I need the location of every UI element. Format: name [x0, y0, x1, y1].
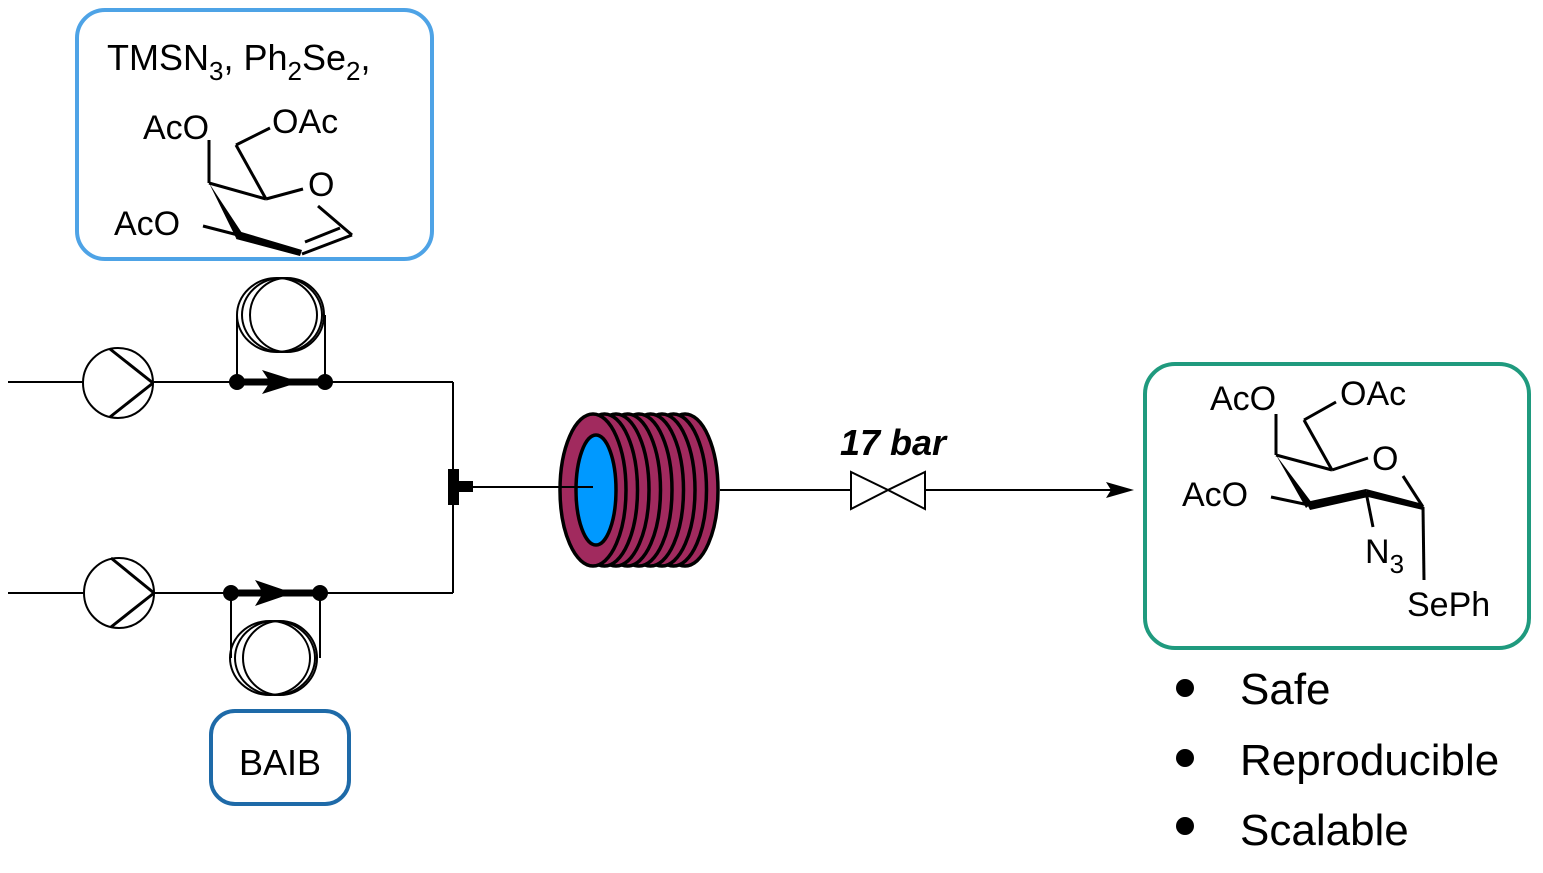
reagent-formula: TMSN3, Ph2Se2,: [107, 37, 371, 86]
label-aco-top: AcO: [143, 109, 209, 147]
label-oac: OAc: [272, 103, 338, 141]
product-structure: AcO OAc O AcO N3 SePh: [1182, 375, 1490, 624]
galactal-structure: AcO OAc O AcO: [114, 103, 353, 256]
label-aco-top: AcO: [1210, 380, 1276, 418]
bullet-icon: [1176, 817, 1194, 835]
label-ring-o: O: [308, 166, 334, 204]
product-box-border: [1143, 362, 1531, 650]
benefit-label: Safe: [1240, 665, 1331, 714]
flow-arrow-icon: [255, 580, 293, 606]
sample-loop-top[interactable]: [229, 277, 333, 394]
benefit-label: Scalable: [1240, 806, 1409, 855]
pump-bottom[interactable]: [83, 556, 155, 629]
benefit-item: Safe: [1176, 665, 1331, 714]
label-aco-left: AcO: [114, 205, 180, 243]
benefit-item: Scalable: [1176, 806, 1409, 855]
sample-loop-bottom[interactable]: [223, 580, 328, 696]
bullet-icon: [1176, 679, 1194, 697]
label-ring-o: O: [1372, 440, 1398, 478]
label-seph: SePh: [1407, 586, 1490, 624]
bullet-icon: [1176, 749, 1194, 767]
t-mixer-icon[interactable]: [448, 469, 473, 505]
pressure-label: 17 bar: [840, 422, 948, 463]
top-feed-line: [8, 381, 454, 475]
benefit-item: Reproducible: [1176, 736, 1499, 785]
arrow-head-icon: [1106, 482, 1134, 498]
label-aco-left: AcO: [1182, 476, 1248, 514]
benefit-label: Reproducible: [1240, 736, 1499, 785]
baib-box: BAIB: [209, 709, 351, 806]
pump-top[interactable]: [82, 347, 154, 419]
baib-box-border: [209, 709, 351, 806]
reagent-box: TMSN3, Ph2Se2, AcO OAc O AcO: [75, 8, 434, 261]
coil-reactor-icon[interactable]: [558, 412, 720, 568]
benefits-list: Safe Reproducible Scalable: [1176, 665, 1499, 855]
product-box: AcO OAc O AcO N3 SePh: [1143, 362, 1531, 650]
bottom-feed-line: [8, 505, 454, 594]
flow-arrow-icon: [262, 370, 300, 394]
reactor-core: [574, 433, 618, 547]
label-oac: OAc: [1340, 375, 1406, 413]
bpr-valve-icon[interactable]: [850, 470, 926, 511]
baib-label: BAIB: [239, 742, 321, 783]
label-n3: N3: [1365, 533, 1404, 579]
